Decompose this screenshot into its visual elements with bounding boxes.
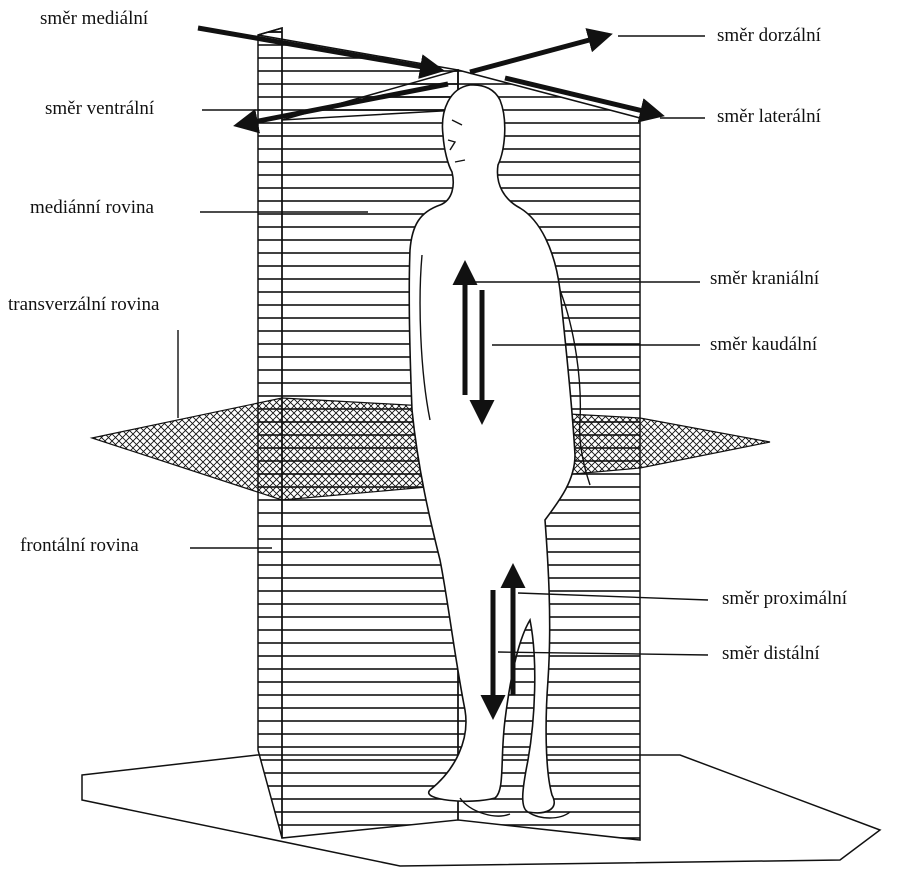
- label-medial: směr mediální: [40, 8, 148, 30]
- label-distal: směr distální: [722, 643, 820, 665]
- dorsal-arrow: [470, 35, 608, 72]
- label-proximal: směr proximální: [722, 588, 847, 610]
- label-lateral: směr laterální: [717, 106, 821, 128]
- label-caudal: směr kaudální: [710, 334, 817, 356]
- label-ventral: směr ventrální: [45, 98, 154, 120]
- label-median-plane: mediánní rovina: [30, 197, 154, 219]
- label-transverse-plane: transverzální rovina: [8, 294, 159, 316]
- label-dorsal: směr dorzální: [717, 25, 821, 47]
- label-frontal-plane: frontální rovina: [20, 535, 139, 557]
- label-cranial: směr kraniální: [710, 268, 819, 290]
